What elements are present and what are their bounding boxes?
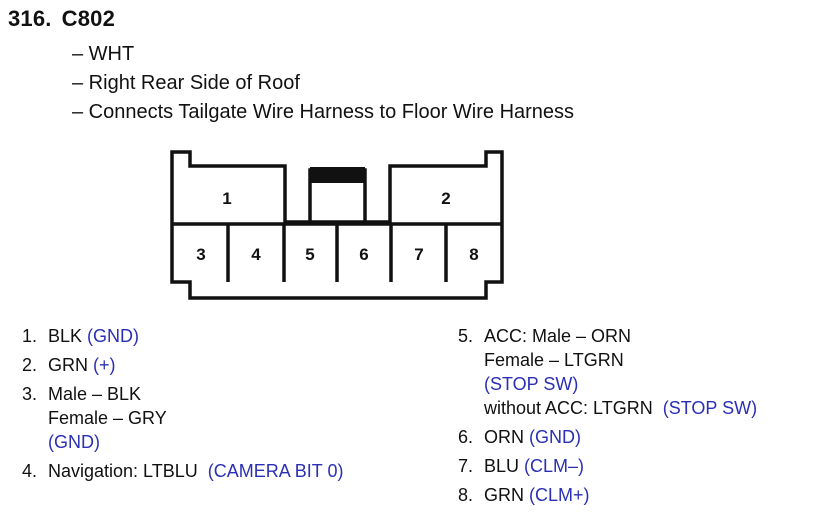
pin-number: 7. (458, 456, 474, 476)
connector-id: C802 (61, 6, 116, 31)
pin-list-left: 1. BLK (GND) 2. GRN (+) 3. Male – BLK Femal… (22, 324, 343, 483)
pin-list-right: 5. ACC: Male – ORN Female – LTGRN (STOP S… (458, 324, 757, 507)
pin-4: 4. Navigation: LTBLU (CAMERA BIT 0) (22, 459, 343, 483)
pin-wire-female: Female – GRY (48, 408, 167, 428)
pin-wire-male: Male – BLK (48, 384, 142, 404)
connector-location: – Right Rear Side of Roof (72, 72, 300, 94)
pin-function: (STOP SW) (484, 374, 579, 394)
cavity-label-6: 6 (359, 245, 368, 264)
pin-5: 5. ACC: Male – ORN Female – LTGRN (STOP S… (458, 324, 757, 420)
connector-number: 316. (8, 6, 52, 31)
cavity-label-2: 2 (441, 189, 450, 208)
pin-function: (CLM–) (524, 456, 585, 476)
cavity-label-4: 4 (251, 245, 261, 264)
pin-number: 5. (458, 326, 474, 346)
pin-8: 8. GRN (CLM+) (458, 483, 757, 507)
connector-outline (170, 150, 504, 300)
pin-wire: GRN (48, 355, 88, 375)
pin-function: (+) (93, 355, 116, 375)
pin-wire: ORN (484, 427, 524, 447)
pin-wire: BLK (48, 326, 83, 346)
pin-number: 2. (22, 355, 38, 375)
pin-2: 2. GRN (+) (22, 353, 343, 377)
pin-function: (GND) (87, 326, 140, 346)
locking-tab (310, 167, 365, 183)
pin-function: (GND) (529, 427, 582, 447)
connector-title: 316. C802 (8, 6, 115, 32)
pin-number: 6. (458, 427, 474, 447)
pin-function: (CAMERA BIT 0) (207, 461, 344, 481)
pin-function-without-acc: (STOP SW) (662, 398, 758, 418)
cavity-label-3: 3 (196, 245, 205, 264)
pin-number: 4. (22, 461, 38, 481)
pin-wire-acc-male: ACC: Male – ORN (484, 326, 632, 346)
pin-3: 3. Male – BLK Female – GRY (GND) (22, 382, 343, 454)
pin-function: (CLM+) (529, 485, 590, 505)
pin-function: (GND) (48, 432, 100, 452)
pin-number: 3. (22, 384, 38, 404)
pin-wire-without-acc: without ACC: LTGRN (484, 398, 653, 418)
cavity-label-1: 1 (222, 189, 231, 208)
pin-number: 8. (458, 485, 474, 505)
pin-7: 7. BLU (CLM–) (458, 454, 757, 478)
cavity-label-8: 8 (469, 245, 478, 264)
cavity-label-7: 7 (414, 245, 423, 264)
pin-wire-acc-female: Female – LTGRN (484, 350, 624, 370)
connector-connects: – Connects Tailgate Wire Harness to Floo… (72, 101, 575, 123)
pin-number: 1. (22, 326, 38, 346)
pin-6: 6. ORN (GND) (458, 425, 757, 449)
pin-1: 1. BLK (GND) (22, 324, 343, 348)
connector-color: – WHT (72, 43, 135, 65)
pin-wire: Navigation: LTBLU (48, 461, 198, 481)
pin-wire: BLU (484, 456, 520, 476)
pin-wire: GRN (484, 485, 524, 505)
connector-details: – WHT – Right Rear Side of Roof – Connec… (72, 40, 574, 127)
cavity-label-5: 5 (305, 245, 314, 264)
